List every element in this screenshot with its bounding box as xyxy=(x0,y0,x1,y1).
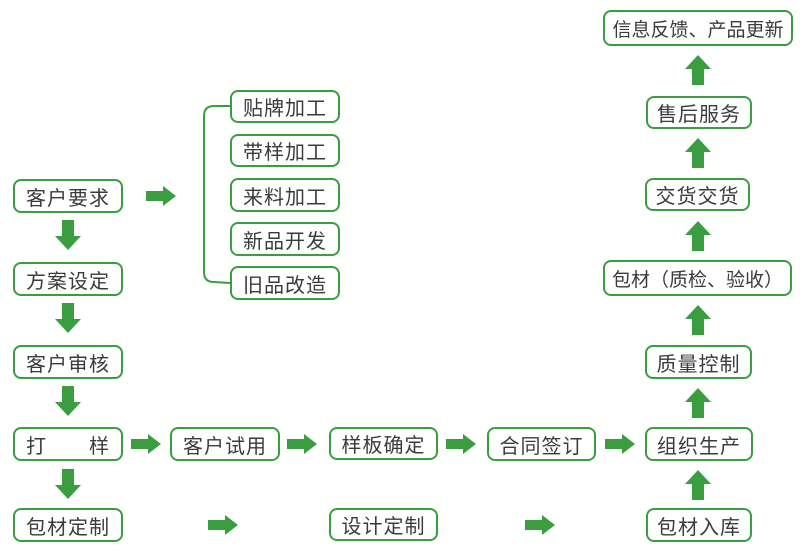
node-contract-signing: 合同签订 xyxy=(487,427,596,461)
node-customer-review: 客户审核 xyxy=(13,345,123,379)
node-feedback-product-update: 信息反馈、产品更新 xyxy=(603,10,793,46)
node-production-organization: 组织生产 xyxy=(645,427,753,461)
node-delivery: 交货交货 xyxy=(645,178,750,211)
arrow-up-3 xyxy=(685,221,711,251)
arrow-right-5 xyxy=(605,434,635,454)
node-design-customization: 设计定制 xyxy=(329,508,438,541)
node-packaging-customization: 包材定制 xyxy=(13,508,123,542)
arrow-up-1 xyxy=(685,55,711,85)
arrow-up-4 xyxy=(685,305,711,335)
node-oem-processing: 贴牌加工 xyxy=(230,90,340,123)
arrow-right-1 xyxy=(146,186,176,206)
node-sampling: 打 样 xyxy=(13,427,123,461)
node-sample-processing: 带样加工 xyxy=(230,134,340,167)
arrow-right-4 xyxy=(446,434,476,454)
node-packaging-inbound: 包材入库 xyxy=(646,508,752,542)
arrow-right-7 xyxy=(525,515,555,535)
arrow-up-6 xyxy=(685,470,711,500)
node-packaging-inspection: 包材（质检、验收） xyxy=(603,260,792,296)
arrow-up-5 xyxy=(685,388,711,418)
arrow-down-3 xyxy=(55,386,81,416)
arrow-right-6 xyxy=(208,515,238,535)
arrow-down-2 xyxy=(55,303,81,333)
node-incoming-material-processing: 来料加工 xyxy=(230,178,340,212)
node-customer-trial: 客户试用 xyxy=(170,427,280,461)
arrow-right-2 xyxy=(131,434,161,454)
node-after-sales-service: 售后服务 xyxy=(646,96,752,129)
node-customer-requirements: 客户要求 xyxy=(13,179,123,213)
node-new-product-development: 新品开发 xyxy=(230,222,340,256)
arrow-down-4 xyxy=(55,469,81,499)
node-quality-control: 质量控制 xyxy=(645,345,752,379)
node-plan-setting: 方案设定 xyxy=(13,262,123,296)
arrow-right-3 xyxy=(287,434,317,454)
node-sample-confirmation: 样板确定 xyxy=(329,427,438,460)
bracket-connector xyxy=(203,105,231,284)
node-old-product-renovation: 旧品改造 xyxy=(230,266,340,300)
arrow-down-1 xyxy=(55,220,81,250)
arrow-up-2 xyxy=(685,138,711,168)
